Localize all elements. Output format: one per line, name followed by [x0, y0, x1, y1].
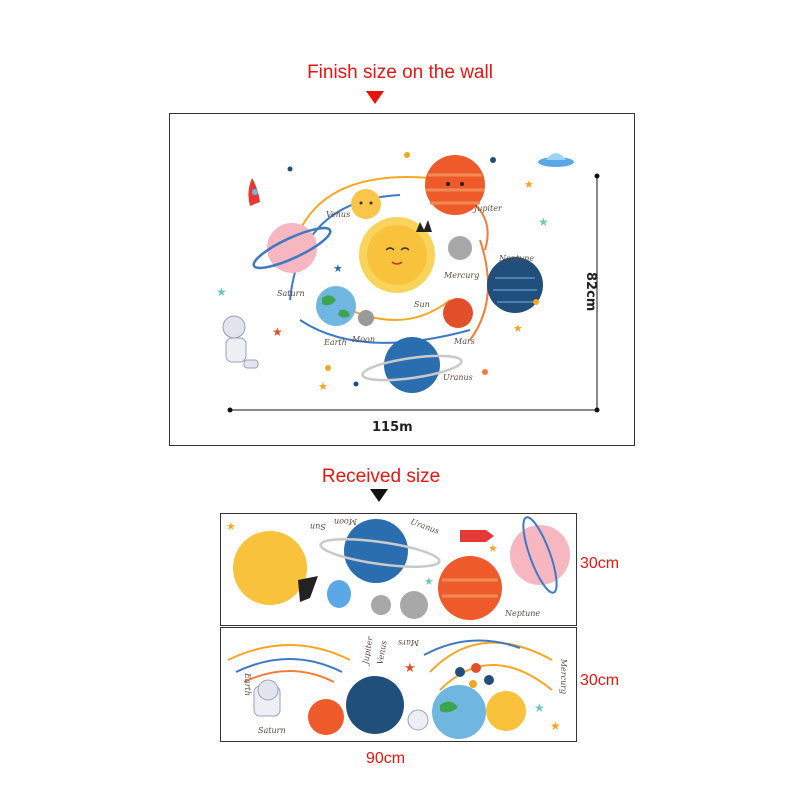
received-size-title: Received size	[321, 466, 441, 487]
label-jupiter: Jupiter	[474, 204, 502, 213]
venus-sticker	[351, 189, 381, 219]
sheet2-label-mars: Mars	[398, 638, 419, 647]
sheet2-stickers: ★ ★ ★	[227, 639, 561, 739]
sheet1-label-moon: Moon	[334, 517, 357, 526]
decor-stars: ★ ★ ★ ★ ★ ★ ★	[216, 152, 549, 393]
mars-sticker	[443, 298, 473, 328]
sheet1-stickers: ★ ★ ★	[226, 516, 570, 620]
svg-text:★: ★	[226, 521, 236, 533]
svg-text:★: ★	[488, 543, 498, 555]
svg-text:★: ★	[272, 325, 283, 339]
label-moon: Moon	[352, 335, 375, 344]
wall-width-label: 115m	[372, 420, 413, 435]
label-earth: Earth	[324, 338, 347, 347]
svg-text:★: ★	[333, 263, 343, 275]
sheet2-label-earth: Earth	[242, 673, 252, 696]
ufo-icon	[538, 153, 574, 167]
svg-text:★: ★	[534, 701, 545, 715]
uranus-sticker	[361, 337, 463, 393]
sun-sticker	[359, 217, 435, 293]
sheet2-label-saturn: Saturn	[258, 726, 286, 735]
neptune-sticker	[487, 257, 543, 313]
finish-size-title: Finish size on the wall	[307, 62, 493, 83]
svg-text:★: ★	[424, 576, 434, 588]
svg-text:★: ★	[538, 215, 549, 229]
sheet2-label-mercury: Mercurg	[559, 658, 569, 695]
sheet1-height-label: 30cm	[580, 555, 620, 572]
mercury-sticker	[448, 236, 472, 260]
rocket-icon	[248, 178, 260, 206]
wall-height-label: 82cm	[583, 272, 598, 312]
label-mars: Mars	[454, 337, 475, 346]
svg-text:★: ★	[513, 323, 523, 335]
sheet1-label-neptune: Neptune	[505, 609, 541, 618]
label-sun: Sun	[414, 300, 430, 309]
sheet2-height-label: 30cm	[580, 672, 620, 689]
jupiter-sticker	[425, 155, 485, 215]
svg-text:★: ★	[318, 381, 328, 393]
received-width-label: 90cm	[366, 750, 406, 767]
moon-sticker	[358, 310, 374, 326]
svg-text:★: ★	[550, 719, 561, 733]
label-venus: Venus	[326, 210, 351, 219]
svg-text:★: ★	[216, 285, 227, 299]
svg-text:★: ★	[524, 179, 534, 191]
svg-text:★: ★	[404, 660, 416, 675]
saturn-sticker	[252, 223, 332, 273]
sheet1-label-sun: Sun	[310, 522, 326, 531]
label-uranus: Uranus	[443, 373, 473, 382]
label-mercury: Mercurg	[444, 271, 480, 280]
label-saturn: Saturn	[277, 289, 305, 298]
earth-sticker	[316, 286, 356, 326]
label-neptune: Neptune	[499, 254, 535, 263]
astronaut-icon	[222, 315, 259, 369]
